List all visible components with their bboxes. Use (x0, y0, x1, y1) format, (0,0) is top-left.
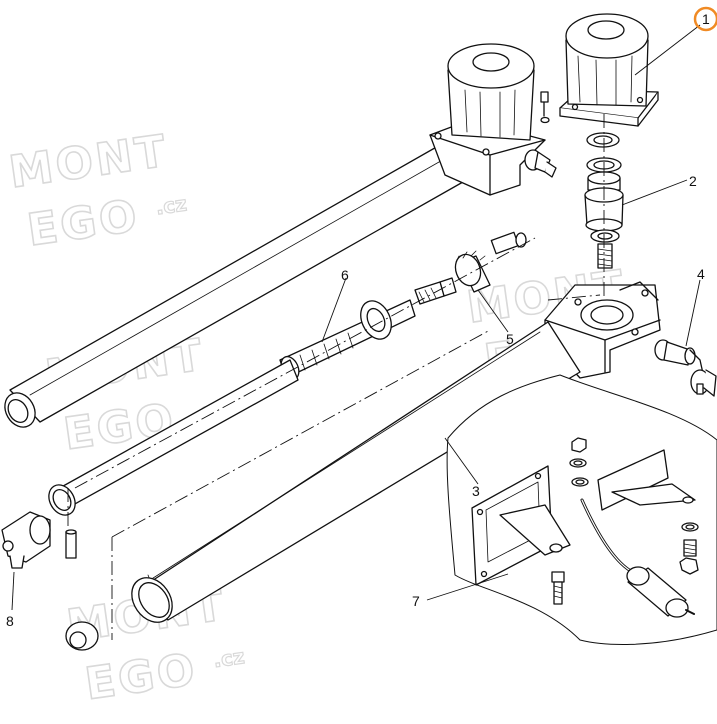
callout-6[interactable]: 6 (341, 267, 349, 283)
callout-3[interactable]: 3 (472, 483, 480, 499)
watermark-line2: EGO (82, 644, 201, 710)
outer-tube (65, 321, 581, 651)
callout-1[interactable]: 1 (702, 11, 710, 27)
callout-2[interactable]: 2 (689, 173, 697, 189)
callout-labels: 1 2 3 4 5 6 7 8 (6, 6, 717, 629)
callout-4[interactable]: 4 (697, 266, 705, 282)
motor-part-1 (540, 13, 659, 127)
assembly-centerlines (67, 114, 605, 640)
watermark-line1: MONT (6, 126, 172, 199)
watermark-line2: EGO (24, 190, 143, 256)
bracket-panel-part-7 (446, 374, 717, 645)
callout-8[interactable]: 8 (6, 613, 14, 629)
callout-5[interactable]: 5 (506, 331, 514, 347)
watermark-suffix: .cz (154, 191, 188, 219)
watermark-suffix: .cz (212, 644, 246, 672)
worm-shaft-part-6 (48, 299, 416, 559)
assembled-actuator (4, 43, 557, 428)
highlight-circle (693, 6, 717, 32)
release-key-part-4 (654, 339, 717, 397)
leader-lines (11, 24, 701, 611)
front-attachment-part-8 (1, 511, 51, 569)
callout-7[interactable]: 7 (412, 593, 420, 609)
